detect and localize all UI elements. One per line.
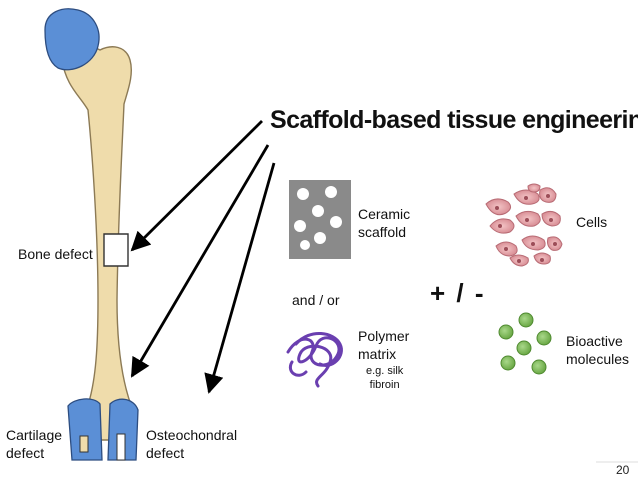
arrow-to-bone-defect [130,120,263,252]
label-bioactive-molecules: Bioactive molecules [566,332,629,368]
label-cartilage-defect: Cartilage defect [6,426,62,462]
label-osteochondral-defect: Osteochondral defect [146,426,237,462]
label-polymer-line1: Polymer [358,328,410,344]
cells-icon [485,183,563,267]
polymer-matrix-icon [286,332,343,388]
diagram-title: Scaffold-based tissue engineering [270,106,638,134]
label-bioactive-line1: Bioactive [566,333,623,349]
label-plus-minus: + / - [430,278,486,308]
label-polymer-line2: matrix [358,346,397,362]
arrow-to-osteochondral [204,162,276,394]
arrow-to-cartilage [130,144,270,378]
page-number: 20 [616,463,630,477]
label-polymer-note-line1: e.g. silk [366,365,404,377]
label-polymer-note: e.g. silk fibroin [366,364,403,392]
label-cartilage-line1: Cartilage [6,427,63,443]
label-polymer-matrix: Polymer matrix [358,327,409,363]
label-bioactive-line2: molecules [566,351,630,367]
label-and-or: and / or [292,292,340,308]
bioactive-molecules-icon [498,312,552,375]
label-cells: Cells [576,214,608,230]
femoral-head-cartilage [44,8,100,71]
label-ceramic-line2: scaffold [358,224,406,240]
label-bone-defect: Bone defect [18,246,93,262]
label-ceramic-scaffold: Ceramic scaffold [358,205,410,241]
bone-defect-notch [103,233,129,267]
title-arrows [130,120,276,394]
distal-condyle-right [107,398,139,461]
osteochondral-defect-notch [116,433,126,461]
distal-condyle-left [67,398,103,461]
ceramic-scaffold-icon [289,180,351,259]
label-ceramic-line1: Ceramic [358,206,411,222]
label-osteochondral-line1: Osteochondral [146,427,238,443]
label-cartilage-line2: defect [6,445,45,461]
label-osteochondral-line2: defect [146,445,185,461]
cartilage-defect-notch [79,435,89,453]
label-polymer-note-line2: fibroin [369,379,400,391]
femur-bone [44,8,139,461]
